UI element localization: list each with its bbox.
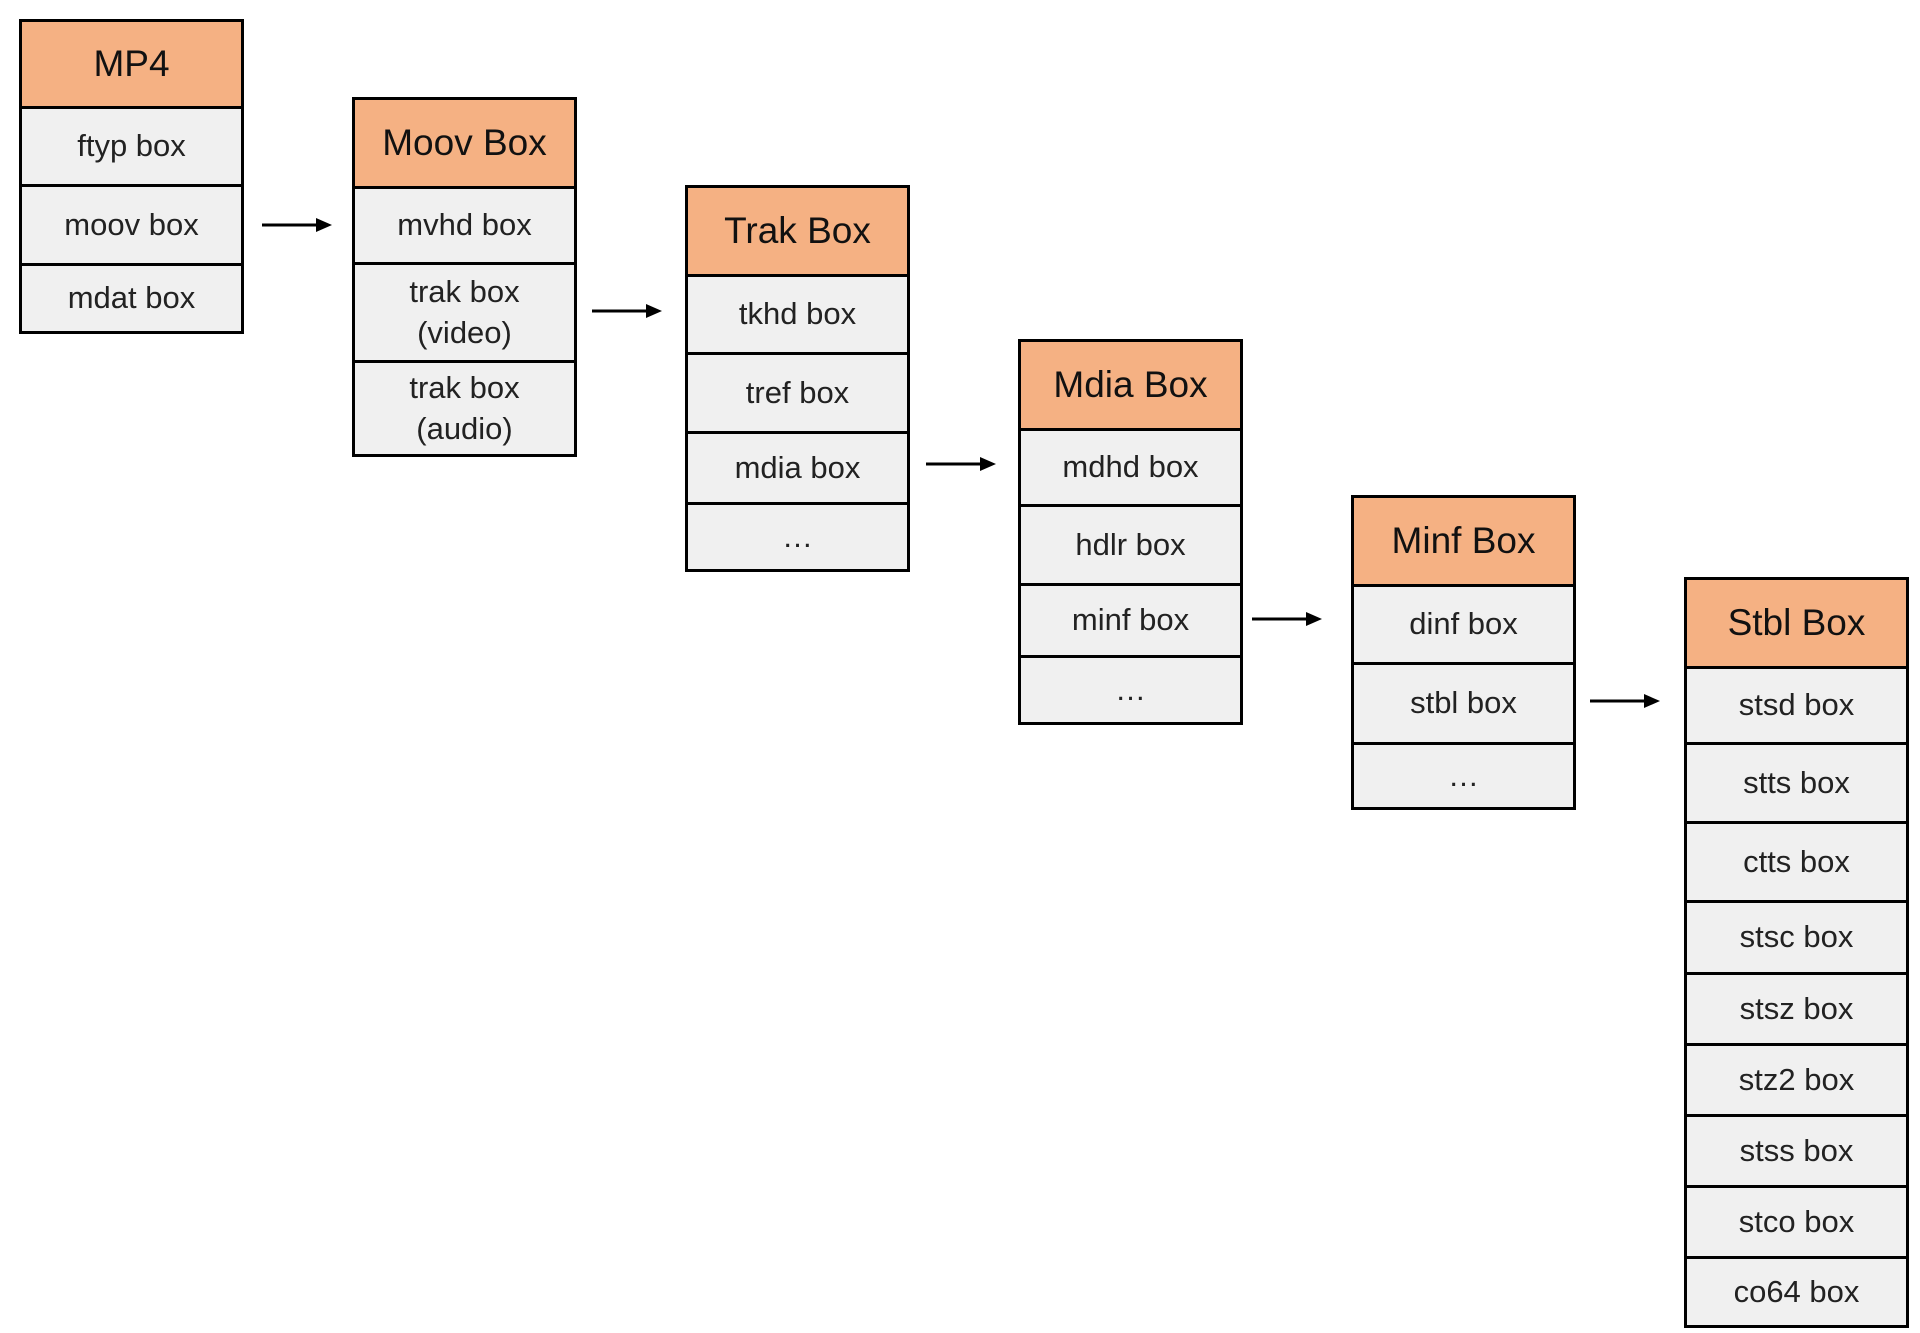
box-item: stsz box bbox=[1687, 972, 1906, 1043]
box-item: moov box bbox=[22, 184, 241, 263]
box-item: co64 box bbox=[1687, 1256, 1906, 1325]
arrow-right-icon bbox=[926, 454, 996, 474]
box-title: Minf Box bbox=[1354, 498, 1573, 584]
box-title: MP4 bbox=[22, 22, 241, 106]
box-item: minf box bbox=[1021, 583, 1240, 655]
box-trak: Trak Box tkhd box tref box mdia box … bbox=[685, 185, 910, 572]
box-item: … bbox=[688, 502, 907, 569]
arrow-right-icon bbox=[262, 215, 332, 235]
box-item: mvhd box bbox=[355, 186, 574, 262]
box-item: ctts box bbox=[1687, 821, 1906, 900]
arrow-right-icon bbox=[592, 301, 662, 321]
arrow-right-icon bbox=[1252, 609, 1322, 629]
box-item: mdhd box bbox=[1021, 428, 1240, 504]
box-item: tref box bbox=[688, 352, 907, 431]
box-item: tkhd box bbox=[688, 274, 907, 352]
box-item: trak box (audio) bbox=[355, 360, 574, 454]
box-mp4: MP4 ftyp box moov box mdat box bbox=[19, 19, 244, 334]
box-title: Mdia Box bbox=[1021, 342, 1240, 428]
box-item: … bbox=[1354, 742, 1573, 807]
box-item: dinf box bbox=[1354, 584, 1573, 662]
box-item: stss box bbox=[1687, 1114, 1906, 1185]
box-title: Stbl Box bbox=[1687, 580, 1906, 666]
box-item: … bbox=[1021, 655, 1240, 722]
box-mdia: Mdia Box mdhd box hdlr box minf box … bbox=[1018, 339, 1243, 725]
box-title: Trak Box bbox=[688, 188, 907, 274]
box-item: stbl box bbox=[1354, 662, 1573, 742]
box-minf: Minf Box dinf box stbl box … bbox=[1351, 495, 1576, 810]
box-stbl: Stbl Box stsd box stts box ctts box stsc… bbox=[1684, 577, 1909, 1328]
box-item: stts box bbox=[1687, 742, 1906, 821]
box-item: mdia box bbox=[688, 431, 907, 502]
box-item: trak box (video) bbox=[355, 262, 574, 360]
box-item: ftyp box bbox=[22, 106, 241, 184]
box-item: mdat box bbox=[22, 263, 241, 331]
box-item: hdlr box bbox=[1021, 504, 1240, 583]
box-item: stco box bbox=[1687, 1185, 1906, 1256]
box-item: stz2 box bbox=[1687, 1043, 1906, 1114]
box-item: stsd box bbox=[1687, 666, 1906, 742]
arrow-right-icon bbox=[1590, 691, 1660, 711]
box-moov: Moov Box mvhd box trak box (video) trak … bbox=[352, 97, 577, 457]
box-item: stsc box bbox=[1687, 900, 1906, 972]
box-title: Moov Box bbox=[355, 100, 574, 186]
